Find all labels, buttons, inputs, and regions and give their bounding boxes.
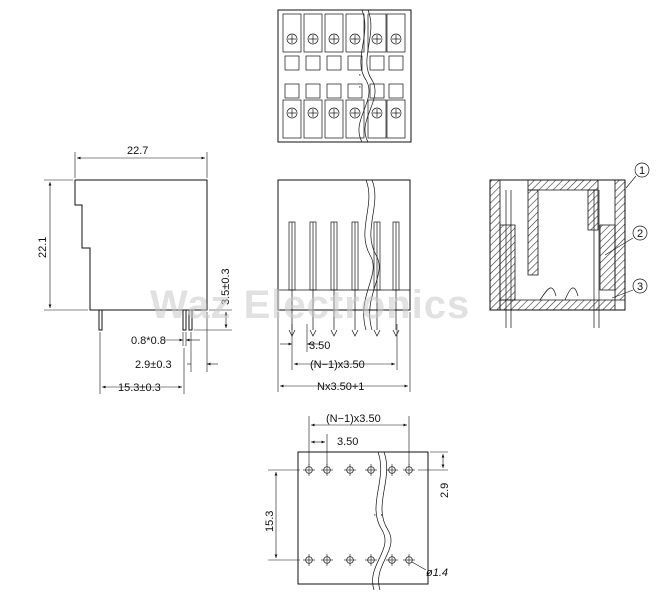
top-window [326, 55, 342, 71]
screw-icon [390, 33, 402, 45]
footprint-row-spacing-label: 15.3 [264, 511, 276, 532]
footprint-pitch-label: 3.50 [337, 436, 358, 448]
top-terminal-cell [386, 13, 406, 53]
screw-icon [371, 107, 383, 119]
top-window [388, 83, 404, 99]
top-window [347, 83, 363, 99]
front-pins [288, 221, 400, 337]
svg-text:·: · [358, 69, 362, 81]
top-window [305, 55, 321, 71]
footprint-top-holes [303, 464, 415, 476]
front-span-label: (N−1)x3.50 [310, 359, 365, 371]
top-terminal-cell [324, 13, 344, 53]
callout-1: 1 [625, 162, 650, 189]
svg-text:·: · [358, 81, 362, 93]
top-terminal-cell [282, 99, 302, 139]
callout-2-label: 2 [637, 228, 643, 240]
top-window [326, 83, 342, 99]
top-terminal-cell [303, 13, 323, 53]
top-window [347, 55, 363, 71]
top-upper-terminals [282, 13, 406, 53]
callout-3: 3 [611, 278, 648, 299]
footprint-span-label: (N−1)x3.50 [326, 413, 381, 425]
top-window [388, 55, 404, 71]
callout-1-label: 1 [639, 165, 645, 177]
top-terminal-cell [303, 99, 323, 139]
top-terminal-cell [367, 13, 387, 53]
screw-icon [286, 33, 298, 45]
screw-icon [286, 107, 298, 119]
top-terminal-cell [367, 99, 387, 139]
footprint-hole-label: ø1.4 [426, 567, 448, 579]
top-terminal-cell [324, 99, 344, 139]
screw-icon [390, 107, 402, 119]
screw-icon [307, 107, 319, 119]
screw-icon [349, 33, 361, 45]
screw-icon [328, 107, 340, 119]
front-view: 3.50 (N−1)x3.50 Nx3.50+1 [277, 179, 411, 393]
svg-text:· ·: · · [373, 509, 383, 521]
top-lower-terminals [282, 99, 406, 139]
callout-3-label: 3 [637, 281, 643, 293]
side-height-label: 22.1 [37, 237, 49, 258]
footprint-bottom-holes [303, 554, 415, 566]
side-depth-label: 15.3±0.3 [118, 382, 161, 394]
top-terminal-cell [282, 13, 302, 53]
side-pin-length-label: 3.5±0.3 [220, 268, 232, 305]
top-terminal-cell [386, 99, 406, 139]
top-window [284, 55, 300, 71]
screw-icon [328, 33, 340, 45]
side-pin-size-label: 0.8*0.8 [131, 335, 166, 347]
front-overall-label: Nx3.50+1 [317, 381, 364, 393]
side-view: 22.7 22.1 3.5±0.3 0.8*0.8 2.9±0.3 15.3±0… [37, 145, 232, 394]
footprint-row-offset-label: 2.9 [439, 483, 451, 498]
top-window [369, 83, 385, 99]
side-width-label: 22.7 [127, 145, 148, 157]
top-view: · · [277, 9, 412, 143]
top-window-row [284, 55, 404, 99]
front-pitch-label: 3.50 [309, 340, 330, 352]
callout-2: 2 [604, 225, 648, 256]
top-window [305, 83, 321, 99]
top-terminal-cell [345, 99, 365, 139]
section-view: 1 2 3 [489, 162, 650, 328]
side-pin-offset-label: 2.9±0.3 [135, 359, 172, 371]
watermark: Waz Electronics [150, 283, 470, 327]
pcb-footprint: · · (N−1)x3.50 3.50 2.9 15.3 ø1.4 [264, 413, 451, 591]
screw-icon [371, 33, 383, 45]
top-window [284, 83, 300, 99]
top-terminal-cell [345, 13, 365, 53]
top-window [369, 55, 385, 71]
screw-icon [349, 107, 361, 119]
screw-icon [307, 33, 319, 45]
